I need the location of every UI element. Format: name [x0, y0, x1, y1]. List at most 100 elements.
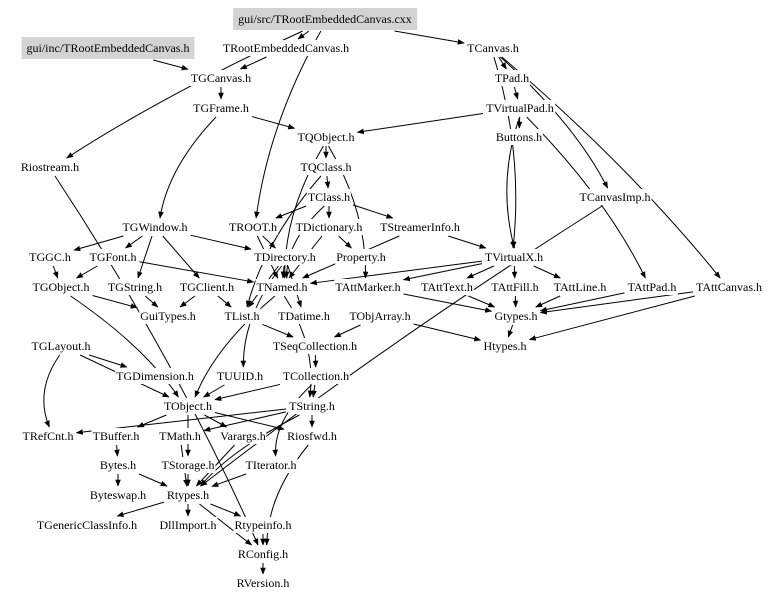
edge-tlist-to-tseqcollection: [262, 323, 294, 338]
edge-tvirtualpad-to-tqobject: [356, 113, 484, 135]
edge-tatttext-to-gtypes: [468, 295, 496, 308]
node-tdictionary[interactable]: TDictionary.h: [294, 219, 364, 235]
edge-src-to-tcanvas: [394, 30, 465, 45]
node-tdirectory[interactable]: TDirectory.h: [253, 249, 317, 265]
edge-tgfont-to-tnamed: [139, 261, 255, 284]
edge-tobject-to-riosfwd: [214, 412, 285, 431]
node-htypes[interactable]: Htypes.h: [482, 338, 528, 354]
node-rtypeinfo[interactable]: Rtypeinfo.h: [233, 517, 293, 533]
edge-tcollection-to-tobject: [214, 383, 281, 401]
node-buttons[interactable]: Buttons.h: [494, 129, 544, 145]
edge-varargs-to-rtypes: [195, 444, 235, 487]
edge-tvirtualx-to-tatttext: [466, 265, 495, 279]
node-property[interactable]: Property.h: [335, 249, 387, 265]
node-gtypes[interactable]: Gtypes.h: [493, 308, 539, 324]
edge-tcollection-to-tstring: [311, 384, 317, 398]
edge-rtypes-to-tgenericclassinfo: [116, 501, 165, 517]
node-tattcanvas[interactable]: TAttCanvas.h: [694, 279, 764, 295]
node-byteswap[interactable]: Byteswap.h: [88, 487, 148, 503]
node-tvirtualpad[interactable]: TVirtualPad.h: [485, 100, 555, 116]
node-tgstring[interactable]: TGString.h: [106, 279, 164, 295]
edge-tpad-to-tvirtualpad: [513, 86, 519, 100]
node-tattmarker[interactable]: TAttMarker.h: [334, 279, 402, 295]
edge-bytes-to-rtypes: [138, 473, 168, 487]
edge-tattmarker-to-gtypes: [403, 293, 493, 313]
node-tmath[interactable]: TMath.h: [158, 428, 202, 444]
edge-tggc-to-tgobject: [52, 265, 59, 279]
node-tnamed[interactable]: TNamed.h: [255, 279, 309, 295]
node-tcollection[interactable]: TCollection.h: [281, 368, 351, 384]
edge-tobjarray-to-tseqcollection: [333, 324, 361, 338]
node-tattline[interactable]: TAttLine.h: [552, 279, 608, 295]
node-rversion[interactable]: RVersion.h: [235, 575, 291, 591]
node-tuuid[interactable]: TUUID.h: [215, 368, 265, 384]
node-tattpad[interactable]: TAttPad.h: [626, 279, 678, 295]
edge-tgwindow-to-tgclient: [162, 235, 200, 279]
edge-tvirtualx-to-tnamed: [309, 260, 483, 286]
node-tgfont[interactable]: TGFont.h: [88, 249, 138, 265]
node-tgenericclassinfo[interactable]: TGenericClassInfo.h: [35, 517, 139, 533]
node-tobject[interactable]: TObject.h: [162, 398, 214, 414]
node-tqclass[interactable]: TQClass.h: [299, 159, 353, 175]
node-rtypes[interactable]: Rtypes.h: [165, 487, 211, 503]
node-trootembeddedcanvas[interactable]: TRootEmbeddedCanvas.h: [221, 40, 351, 56]
node-tgobject[interactable]: TGObject.h: [31, 279, 91, 295]
edge-tclass-to-troot: [275, 205, 307, 219]
node-tstreamerinfo[interactable]: TStreamerInfo.h: [379, 219, 461, 235]
edge-tgclient-to-tlist: [217, 295, 232, 308]
node-tcanvas[interactable]: TCanvas.h: [466, 40, 520, 56]
edge-titerator-to-rtypes: [211, 473, 247, 487]
edge-tdirectory-to-tnamed: [280, 265, 287, 279]
edge-tcollection-to-titerator: [272, 384, 312, 457]
node-src[interactable]: gui/src/TRootEmbeddedCanvas.cxx: [233, 8, 417, 30]
edge-tstring-to-tmath: [203, 411, 287, 432]
node-guitypes[interactable]: GuiTypes.h: [139, 308, 197, 324]
edge-tgwindow-to-tdirectory: [190, 234, 252, 251]
edge-tcanvas-to-tpad: [498, 56, 507, 70]
node-tgwindow[interactable]: TGWindow.h: [121, 219, 189, 235]
edge-tqclass-to-tclass: [324, 175, 331, 189]
node-tgdimension[interactable]: TGDimension.h: [115, 368, 195, 384]
edge-tgclient-to-guitypes: [179, 295, 196, 308]
edge-tstreamerinfo-to-tvirtualx: [448, 235, 487, 249]
node-inc[interactable]: gui/inc/TRootEmbeddedCanvas.h: [21, 37, 195, 59]
node-tstring[interactable]: TString.h: [288, 398, 336, 414]
node-varargs[interactable]: Varargs.h: [219, 428, 267, 444]
edge-riostream-to-rconfig: [54, 175, 259, 546]
node-tdatime[interactable]: TDatime.h: [277, 308, 331, 324]
node-tatttext[interactable]: TAttText.h: [420, 279, 474, 295]
edge-tglayout-to-tgdimension: [89, 354, 128, 368]
node-tgcanvas[interactable]: TGCanvas.h: [189, 70, 253, 86]
node-tseqcollection[interactable]: TSeqCollection.h: [271, 338, 359, 354]
node-tgframe[interactable]: TGFrame.h: [192, 100, 250, 116]
node-tobjarray[interactable]: TObjArray.h: [348, 308, 412, 324]
edge-tnamed-to-tobject: [194, 295, 276, 398]
node-trefcnt[interactable]: TRefCnt.h: [21, 428, 75, 444]
node-tlist[interactable]: TList.h: [223, 308, 261, 324]
node-tggc[interactable]: TGGC.h: [28, 249, 72, 265]
node-riostream[interactable]: Riostream.h: [19, 159, 81, 175]
node-tclass[interactable]: TClass.h: [306, 189, 352, 205]
node-tglayout[interactable]: TGLayout.h: [30, 338, 92, 354]
node-tqobject[interactable]: TQObject.h: [296, 129, 356, 145]
edge-inc-to-tgcanvas: [153, 59, 189, 71]
node-tattfill[interactable]: TAttFill.h: [490, 279, 540, 295]
node-tcanvasimp[interactable]: TCanvasImp.h: [578, 189, 652, 205]
edge-tclass-to-tstreamerinfo: [352, 204, 394, 219]
edge-src-to-trootembeddedcanvas: [297, 30, 310, 40]
node-rconfig[interactable]: RConfig.h: [236, 546, 290, 562]
node-riosfwd[interactable]: Riosfwd.h: [286, 428, 338, 444]
node-titerator[interactable]: TIterator.h: [244, 457, 298, 473]
node-tpad[interactable]: TPad.h: [493, 70, 531, 86]
node-troot[interactable]: TROOT.h: [227, 219, 279, 235]
node-tbuffer[interactable]: TBuffer.h: [91, 428, 141, 444]
node-tgclient[interactable]: TGClient.h: [178, 279, 236, 295]
edge-tuuid-to-tobject: [202, 384, 225, 398]
node-bytes[interactable]: Bytes.h: [98, 457, 138, 473]
node-dllimport[interactable]: DllImport.h: [158, 517, 218, 533]
edge-tgframe-to-tgwindow: [158, 116, 217, 219]
edge-tvirtualx-to-tattmarker: [402, 263, 483, 282]
node-tstorage[interactable]: TStorage.h: [160, 457, 216, 473]
node-tvirtualx[interactable]: TVirtualX.h: [483, 249, 545, 265]
